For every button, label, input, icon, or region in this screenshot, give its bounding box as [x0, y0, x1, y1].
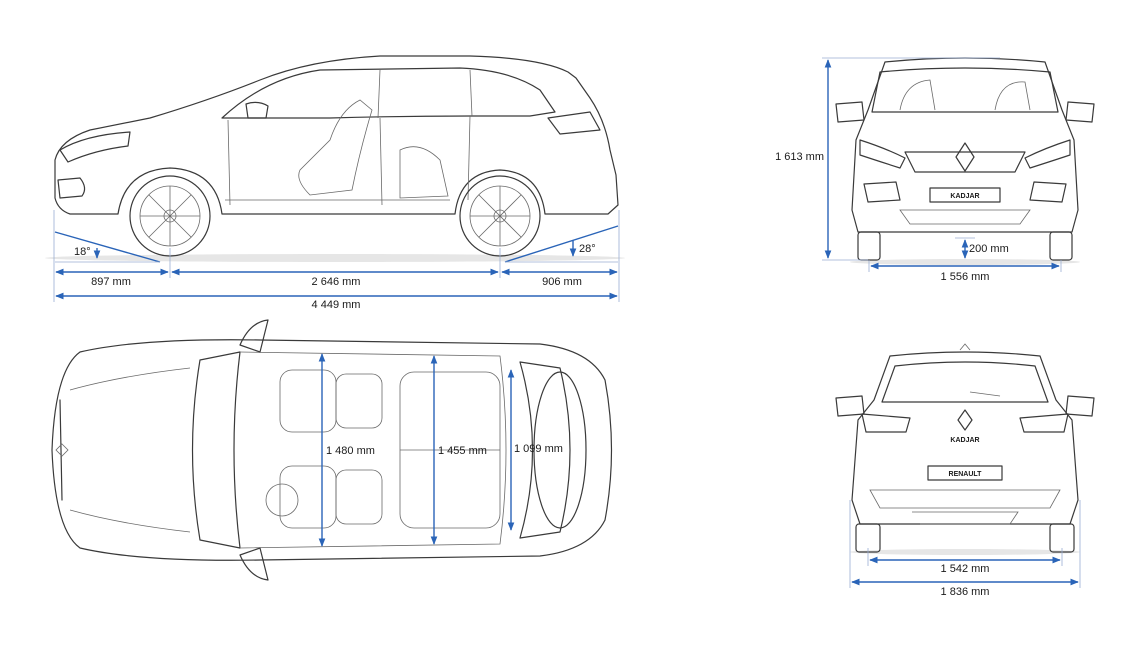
rear-model-badge: KADJAR: [950, 437, 979, 444]
approach-angle-label: 18°: [74, 246, 91, 258]
boot-width-label: 1 099 mm: [514, 443, 563, 455]
front-overhang-label: 897 mm: [91, 276, 131, 288]
rear-seat-width-label: 1 455 mm: [438, 445, 487, 457]
top-view-car: [51, 319, 613, 581]
front-view-car: KADJAR: [835, 57, 1095, 265]
rear-view-car: KADJAR RENAULT: [835, 343, 1095, 555]
ground-clearance-label: 200 mm: [969, 243, 1009, 255]
side-dimensions: 897 mm 2 646 mm 906 mm 4 449 mm: [53, 210, 620, 311]
wheelbase-label: 2 646 mm: [312, 276, 361, 288]
departure-angle-marker: 28°: [504, 225, 619, 263]
approach-angle-marker: 18°: [54, 231, 161, 263]
rear-overhang-label: 906 mm: [542, 276, 582, 288]
overall-width-label: 1 836 mm: [941, 586, 990, 598]
front-badge: KADJAR: [950, 193, 979, 200]
rear-wheel: [459, 175, 541, 257]
departure-angle-label: 28°: [579, 243, 596, 255]
overall-length-label: 4 449 mm: [312, 299, 361, 311]
rear-track-label: 1 542 mm: [941, 563, 990, 575]
height-label: 1 613 mm: [775, 151, 824, 163]
top-dimensions: 1 480 mm 1 455 mm 1 099 mm: [318, 353, 563, 547]
front-dimensions: 1 613 mm 200 mm 1 556 mm: [775, 57, 1062, 283]
rear-plate-text: RENAULT: [949, 471, 983, 478]
front-wheel: [129, 175, 211, 257]
side-view-car: [45, 55, 625, 262]
front-track-label: 1 556 mm: [941, 271, 990, 283]
front-seat-width-label: 1 480 mm: [326, 445, 375, 457]
rear-dimensions: 1 542 mm 1 836 mm: [849, 500, 1081, 598]
